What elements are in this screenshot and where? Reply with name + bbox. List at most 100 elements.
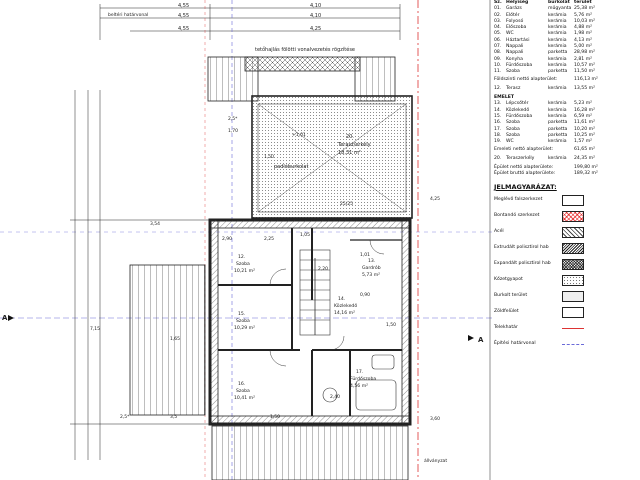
ground-area: 2,81 m² (574, 56, 593, 62)
dimension-annotations: 2,5* 1,70 1,50 25/25 2,90 2,25 1,05 2,20… (90, 116, 447, 464)
legend-swatch (562, 274, 584, 286)
upper-area: 6,59 m² (574, 114, 593, 120)
legend-swatch (562, 327, 584, 329)
terrace-row-room: Terasz (506, 85, 521, 91)
schedule-header-area: terület (574, 0, 592, 5)
ground-no: 03. (494, 18, 502, 24)
boundary-label: beltéri határvonal (108, 11, 148, 18)
terrace-diagonal-b (257, 103, 407, 213)
upper-finish: parketta (548, 126, 568, 132)
ground-no: 10. (494, 62, 502, 68)
terrace-name: Terasz/erkély (337, 141, 371, 148)
upper-room: Lépcsőtér (506, 101, 529, 107)
bottom-dim-2: 1,50 (270, 414, 280, 420)
terrace-number: 20. (346, 134, 354, 140)
legend-label: Zöldfelület (494, 308, 519, 314)
ground-room: Előszoba (506, 25, 527, 31)
legend-swatch (562, 290, 584, 302)
upper-room: Szoba (506, 126, 520, 132)
ground-finish: műgyanta (548, 6, 572, 12)
legend-swatch (562, 210, 584, 222)
ground-finish: kerámia (548, 12, 567, 18)
terrace2-row-finish: kerámia (548, 155, 567, 161)
terrace-inner-border (257, 103, 407, 213)
ground-room: Háztartási (506, 37, 530, 43)
ground-room: Nappali (506, 44, 524, 50)
upper-no: 17. (494, 126, 502, 132)
legend-item: Expandált polisztirol hab (494, 256, 640, 272)
terrace-row-area: 13,55 m² (574, 85, 595, 91)
upper-no: 16. (494, 120, 502, 126)
upper-no: 15. (494, 114, 502, 120)
room-16-name: Szoba (236, 388, 250, 394)
ground-area: 1,98 m² (574, 31, 593, 37)
legend-label: Kőzetgyapot (494, 276, 523, 282)
ground-finish: kerámia (548, 31, 567, 37)
total-net-label: Épület nettó alapterülete: (494, 165, 554, 171)
bathroom-fixtures (322, 354, 397, 411)
ground-no: 07. (494, 44, 502, 50)
ground-no: 09. (494, 56, 502, 62)
schedule-header-finish: burkolat (548, 0, 570, 5)
dim-bit-6: 1,05 (300, 232, 310, 238)
ground-room: Folyosó (506, 18, 524, 24)
dim-bit-1: 1,70 (228, 128, 238, 134)
upper-area: 5,23 m² (574, 101, 593, 107)
room-15-number: 15. (238, 311, 245, 317)
upper-note: tetőhajlás fölötti vonalvezetés rögzítés… (255, 46, 355, 53)
bottom-dim-0: 3,5 (170, 414, 177, 420)
room-14-area: 14,16 m² (334, 310, 355, 316)
legend-item: Kőzetgyapot (494, 272, 640, 288)
legend-item: Telekhatár (494, 320, 640, 336)
ground-finish: kerámia (548, 37, 567, 43)
total-gross-row: Épület bruttó alapterülete: 189,32 m² (494, 171, 640, 177)
ground-finish: parketta (548, 50, 568, 56)
ground-no: 08. (494, 50, 502, 56)
ground-no: 11. (494, 69, 502, 75)
legend-item: Meglévő falszerkezet (494, 192, 640, 208)
legend-label: Burkolt terület (494, 292, 528, 298)
legend-swatch (562, 258, 584, 270)
terrace2-row-no: 20. (494, 155, 502, 161)
upper-floor-title: EMELET (494, 95, 515, 101)
room-labels: 12. Szoba 10,21 m² 13. Gardrób 5,73 m² 1… (234, 254, 381, 401)
terrace2-row-area: 24,35 m² (574, 155, 595, 161)
room-17-area: 4,56 m² (350, 383, 368, 389)
top-dim-1b: 4,10 (310, 3, 321, 9)
staircase (299, 249, 331, 336)
dim-bit-11: 1,50 (386, 322, 396, 328)
ground-area: 4,88 m² (574, 25, 593, 31)
ground-area: 10,57 m² (574, 62, 595, 68)
ground-area: 10,03 m² (574, 18, 595, 24)
floor-coat-label: padlóburkolat (274, 163, 308, 170)
bottom-eave-hatch (211, 425, 409, 480)
room-14-number: 14. (338, 296, 345, 302)
dim-bit-2: 1,50 (264, 154, 274, 160)
ground-sum-value: 116,13 m² (574, 76, 598, 82)
room-13-number: 13. (368, 258, 375, 264)
roof-hatch-right (354, 56, 396, 102)
ground-sum-label: Földszinti nettó alapterület: (494, 76, 558, 82)
terrace-area (251, 95, 413, 219)
terrace-row: 12. Terasz kerámia 13,55 m² (494, 86, 640, 92)
room-17-name: Fürdőszoba (350, 376, 376, 382)
top-dim-2b: 4,10 (310, 13, 321, 19)
ground-no: 02. (494, 12, 502, 18)
terrace-row-finish: kerámia (548, 85, 567, 91)
total-gross-label: Épület bruttó alapterülete: (494, 171, 556, 177)
ground-area: 5,76 m² (574, 12, 593, 18)
terrace-row-no: 12. (494, 85, 502, 91)
ground-finish: kerámia (548, 56, 567, 62)
room-12-number: 12. (238, 254, 245, 260)
ground-room: Fürdőszoba (506, 62, 533, 68)
upper-finish: kerámia (548, 114, 567, 120)
legend-label: Meglévő falszerkezet (494, 196, 543, 202)
